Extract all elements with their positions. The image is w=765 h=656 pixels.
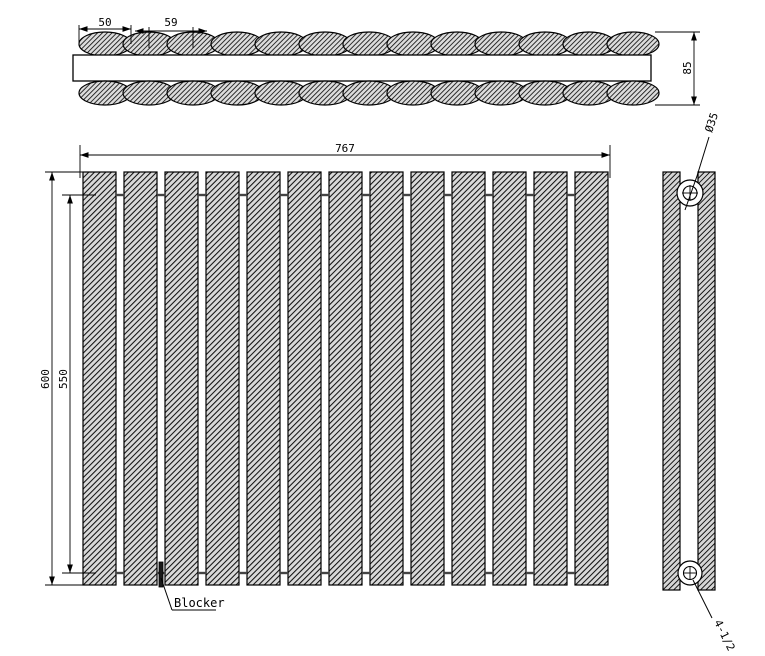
front-view: 767 bbox=[39, 142, 611, 611]
blocker-element bbox=[158, 561, 164, 588]
dimension-value-mounting-height: 550 bbox=[57, 369, 70, 389]
radiator-column bbox=[369, 171, 404, 586]
radiator-column bbox=[328, 171, 363, 586]
dimension-tube-pitch: 59 bbox=[135, 16, 207, 48]
dimension-value-overall-width: 767 bbox=[335, 142, 355, 155]
blocker-annotation: Blocker bbox=[160, 577, 225, 611]
top-port-marker bbox=[676, 175, 704, 211]
radiator-column bbox=[492, 171, 527, 586]
top-view: 50 59 85 bbox=[72, 16, 700, 106]
dimension-tube-width: 50 bbox=[78, 16, 132, 44]
radiator-column bbox=[82, 171, 117, 586]
radiator-column bbox=[123, 171, 158, 586]
dimension-overall-height: 600 bbox=[39, 171, 83, 586]
radiator-column bbox=[451, 171, 486, 586]
bottom-port-callout: 4-1/2 bbox=[692, 579, 738, 653]
blocker-label: Blocker bbox=[174, 596, 225, 610]
radiator-column bbox=[246, 171, 281, 586]
dimension-overall-depth: 85 bbox=[655, 31, 700, 106]
dimension-overall-width: 767 bbox=[79, 142, 611, 178]
dimension-value-tube-pitch: 59 bbox=[164, 16, 177, 29]
bottom-port-callout-text: 4-1/2 bbox=[711, 618, 737, 653]
dimension-mounting-height: 550 bbox=[57, 194, 96, 574]
radiator-column bbox=[574, 171, 609, 586]
radiator-column bbox=[533, 171, 568, 586]
side-view-panel-right bbox=[697, 171, 716, 591]
front-view-columns bbox=[82, 171, 609, 586]
top-view-tube-row-lower bbox=[78, 80, 660, 106]
radiator-column bbox=[205, 171, 240, 586]
side-view-panel-left bbox=[662, 171, 681, 591]
side-view: Ø35 4-1/2 bbox=[662, 111, 738, 653]
top-port-callout-text: Ø35 bbox=[702, 111, 721, 134]
radiator-column bbox=[410, 171, 445, 586]
radiator-column bbox=[164, 171, 199, 586]
radiator-column bbox=[287, 171, 322, 586]
top-view-tube-row-upper bbox=[78, 31, 660, 57]
top-view-body-band bbox=[72, 54, 652, 82]
dimension-value-overall-height: 600 bbox=[39, 369, 52, 389]
bottom-port-marker bbox=[677, 560, 703, 586]
tube-ellipse bbox=[606, 31, 660, 57]
dimension-value-tube-width: 50 bbox=[98, 16, 111, 29]
tube-ellipse bbox=[606, 80, 660, 106]
dimension-value-overall-depth: 85 bbox=[681, 61, 694, 74]
top-port-callout: Ø35 bbox=[696, 111, 721, 177]
